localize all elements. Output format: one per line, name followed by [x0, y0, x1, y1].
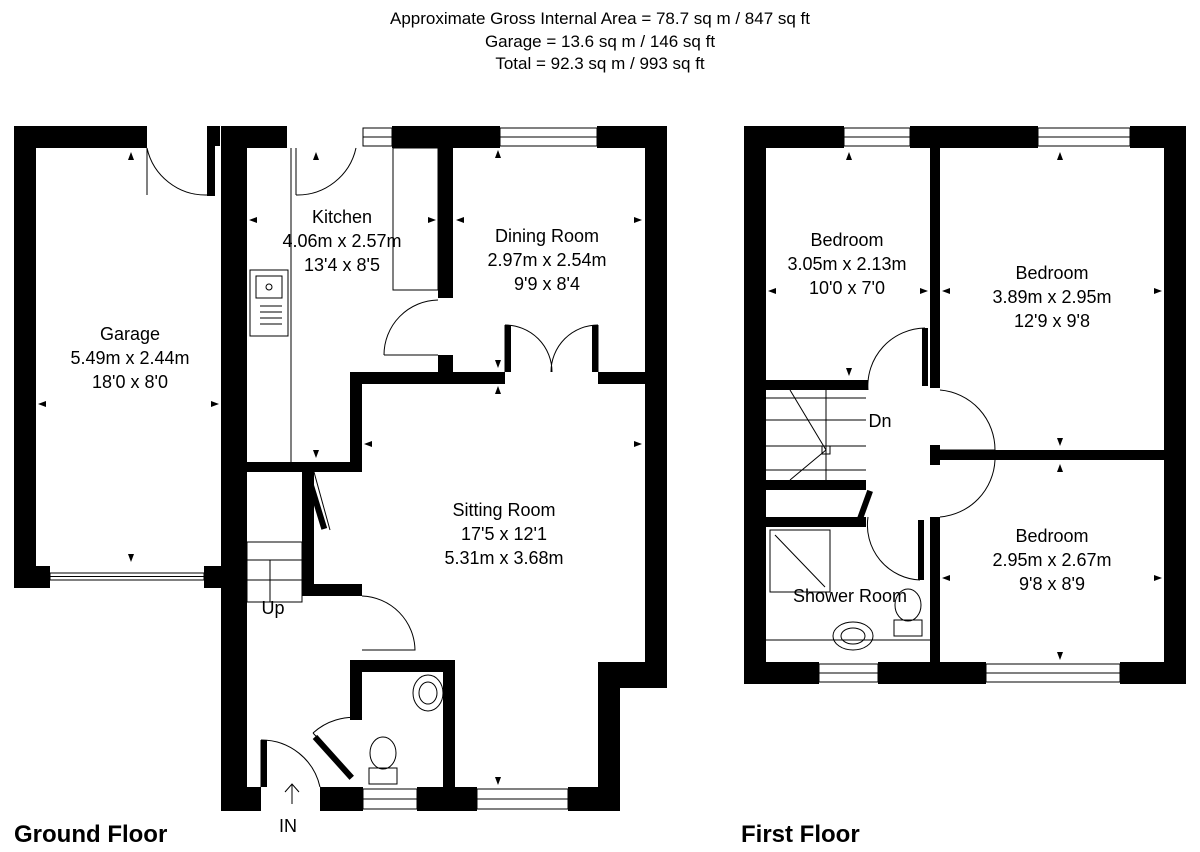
bedroom1-name: Bedroom: [810, 230, 883, 250]
internal-area-text: Approximate Gross Internal Area = 78.7 s…: [390, 9, 810, 28]
garage-door-swing: [146, 147, 208, 196]
kitchen-dining-wall: [438, 148, 453, 298]
house-wall-right-lower: [598, 662, 620, 811]
first-floor-plan: [744, 126, 1186, 684]
sitting-name: Sitting Room: [452, 500, 555, 520]
ff-wall-right: [1164, 126, 1186, 684]
room-label-bedroom3: Bedroom 2.95m x 2.67m 9'8 x 8'9: [992, 526, 1111, 594]
total-area-text: Total = 92.3 sq m / 993 sq ft: [495, 54, 705, 73]
wc-wall-top: [350, 660, 448, 672]
ff-wall-top-left: [744, 126, 844, 148]
shower-bedroom3-wall: [930, 517, 940, 684]
shower-basin: [832, 621, 874, 651]
wc-wall-right: [443, 660, 455, 811]
bedroom3-metric: 2.95m x 2.67m: [992, 550, 1111, 570]
hall-wall: [302, 472, 314, 584]
ff-wall-top-mid: [910, 126, 1038, 148]
entrance-arrow-icon: [284, 783, 300, 804]
house-wall-bottom-left: [325, 787, 363, 811]
ground-floor-plan: [14, 126, 667, 811]
sitting-imperial: 17'5 x 12'1: [461, 524, 547, 544]
shower-name: Shower Room: [793, 586, 907, 606]
entrance-label: IN: [279, 816, 297, 836]
bedroom1-wall-bottom: [766, 380, 868, 390]
garage-wall-bottom-right: [204, 566, 226, 588]
kitchen-wall-bottom: [247, 462, 357, 472]
bedroom3-imperial: 9'8 x 8'9: [1019, 574, 1085, 594]
ground-floor-title: Ground Floor: [14, 821, 167, 848]
bedroom2-door: [939, 389, 996, 451]
bedroom2-wall-bottom: [940, 450, 1164, 460]
shower-toilet: [894, 588, 922, 622]
bedroom2-imperial: 12'9 x 9'8: [1014, 311, 1090, 331]
kitchen-door-swing: [295, 147, 357, 196]
garage-wall-left: [14, 126, 36, 588]
room-label-kitchen: Kitchen 4.06m x 2.57m 13'4 x 8'5: [282, 207, 401, 275]
kitchen-metric: 4.06m x 2.57m: [282, 231, 401, 251]
stairs-down: [766, 389, 866, 481]
garage-area-text: Garage = 13.6 sq m / 146 sq ft: [485, 32, 715, 51]
dining-double-door: [504, 324, 599, 373]
garage-name: Garage: [100, 324, 160, 344]
hall-door: [313, 471, 331, 531]
ff-wall-left: [744, 126, 766, 684]
room-label-bedroom2: Bedroom 3.89m x 2.95m 12'9 x 9'8: [992, 263, 1111, 331]
stairs-up-label: Up: [261, 598, 284, 618]
kitchen-imperial: 13'4 x 8'5: [304, 255, 380, 275]
kitchen-dining-door: [383, 299, 439, 356]
stairs-up: [246, 541, 303, 603]
wc-toilet: [369, 736, 397, 770]
bedroom3-door: [939, 459, 996, 518]
house-wall-left: [221, 126, 247, 811]
room-label-sitting: Sitting Room 17'5 x 12'1 5.31m x 3.68m: [444, 500, 563, 568]
kitchen-name: Kitchen: [312, 207, 372, 227]
dining-imperial: 9'9 x 8'4: [514, 274, 580, 294]
bedroom1-door: [867, 327, 926, 391]
shower-wall-top: [766, 517, 866, 527]
dining-metric: 2.97m x 2.54m: [487, 250, 606, 270]
ff-wall-bottom-right: [1120, 662, 1186, 684]
first-floor-title: First Floor: [741, 821, 860, 848]
bedroom1-metric: 3.05m x 2.13m: [787, 254, 906, 274]
garage-imperial: 18'0 x 8'0: [92, 372, 168, 392]
front-door-swing: [260, 739, 321, 788]
dining-name: Dining Room: [495, 226, 599, 246]
house-wall-right: [645, 126, 667, 688]
stairs-down-label: Dn: [868, 411, 891, 431]
bedroom-divider-wall: [930, 148, 940, 388]
dining-wall-bottom: [350, 372, 505, 384]
bedroom2-metric: 3.89m x 2.95m: [992, 287, 1111, 307]
room-label-dining: Dining Room 2.97m x 2.54m 9'9 x 8'4: [487, 226, 606, 294]
bedroom1-imperial: 10'0 x 7'0: [809, 278, 885, 298]
kitchen-counter: [392, 147, 439, 291]
garage-wall-top-left: [14, 126, 147, 148]
garage-wall-bottom-left: [14, 566, 50, 588]
sitting-metric: 5.31m x 3.68m: [444, 548, 563, 568]
cupboard-door: [361, 595, 416, 651]
bedroom3-name: Bedroom: [1015, 526, 1088, 546]
room-label-bedroom1: Bedroom 3.05m x 2.13m 10'0 x 7'0: [787, 230, 906, 298]
garage-metric: 5.49m x 2.44m: [70, 348, 189, 368]
shower-tray: [769, 529, 831, 593]
room-label-garage: Garage 5.49m x 2.44m 18'0 x 8'0: [70, 324, 189, 392]
stair-wall-bottom: [766, 480, 866, 490]
wc-basin: [412, 674, 444, 712]
shower-door: [866, 516, 921, 581]
bedroom2-name: Bedroom: [1015, 263, 1088, 283]
kitchen-sink: [249, 269, 289, 337]
garage-door-jamb: [207, 126, 215, 196]
ff-wall-bottom-left: [744, 662, 819, 684]
